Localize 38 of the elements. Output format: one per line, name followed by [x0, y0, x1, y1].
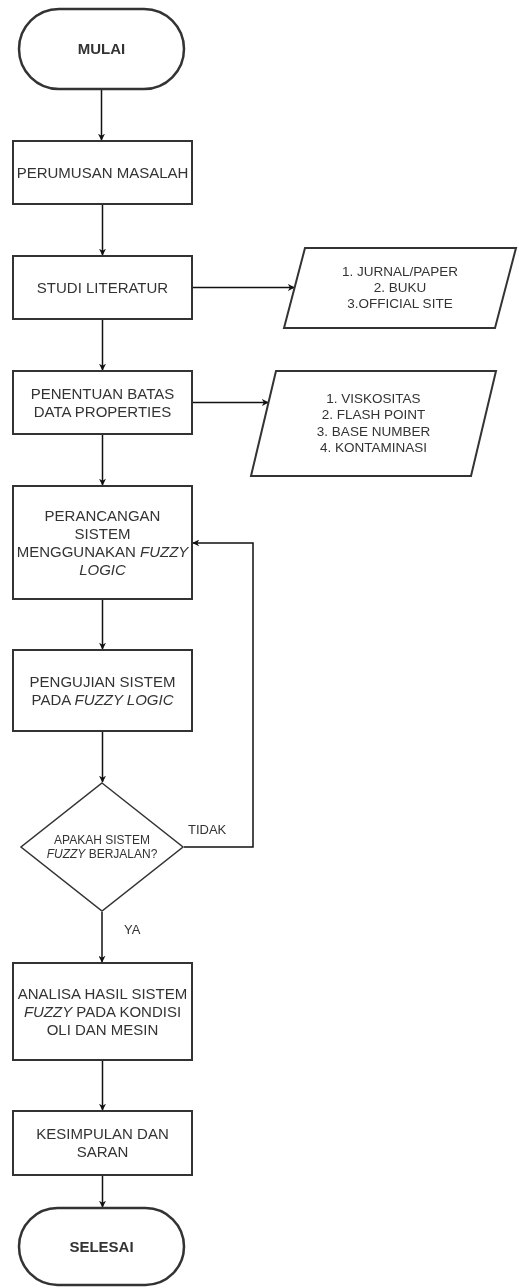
process-box — [12, 485, 193, 600]
node-text: 4. KONTAMINASI — [320, 439, 427, 456]
edge-label: YA — [122, 922, 143, 937]
node-text: STUDI LITERATUR — [36, 278, 169, 297]
node-text: PENENTUAN BATAS DATA PROPERTIES — [29, 384, 176, 421]
node-text: PENGUJIAN SISTEM PADA FUZZY LOGIC — [28, 672, 177, 709]
node-text: PERANCANGAN SISTEM MENGGUNAKAN FUZZY LOGIC — [16, 506, 189, 579]
arrow — [192, 399, 269, 406]
node-text: 1. JURNAL/PAPER — [341, 263, 458, 280]
process-box — [12, 370, 193, 435]
process-box — [12, 1110, 193, 1176]
node-text: SELESAI — [69, 1237, 134, 1256]
process-box — [12, 649, 193, 732]
node-text: MULAI — [77, 40, 126, 58]
node-text: 1. VISKOSITAS — [326, 391, 421, 408]
arrow — [99, 599, 106, 650]
process-box — [12, 140, 193, 205]
arrow — [98, 911, 106, 963]
arrow — [98, 89, 105, 141]
process-box — [12, 255, 193, 320]
arrow — [99, 731, 106, 783]
node-text: 3.OFFICIAL SITE — [347, 296, 453, 313]
node-text: 3. BASE NUMBER — [316, 423, 431, 440]
node-text: KESIMPULAN DAN SARAN — [35, 1125, 170, 1161]
process-box — [12, 962, 193, 1061]
arrow — [99, 204, 106, 256]
node-text: ANALISA HASIL SISTEM FUZZY PADA KONDISI OLI DAN MESIN — [16, 984, 189, 1039]
arrow — [99, 1175, 106, 1208]
arrow — [99, 434, 106, 486]
node-text: APAKAH SISTEM FUZZY BERJALAN? — [45, 832, 159, 862]
node-text: PERUMUSAN MASALAH — [16, 163, 189, 182]
arrow — [99, 319, 106, 371]
arrow — [183, 539, 254, 848]
edge-label: TIDAK — [186, 822, 229, 837]
node-text: 2. FLASH POINT — [321, 407, 426, 424]
node-text: 2. BUKU — [373, 279, 427, 297]
arrow — [99, 1060, 106, 1111]
arrow — [192, 284, 295, 291]
